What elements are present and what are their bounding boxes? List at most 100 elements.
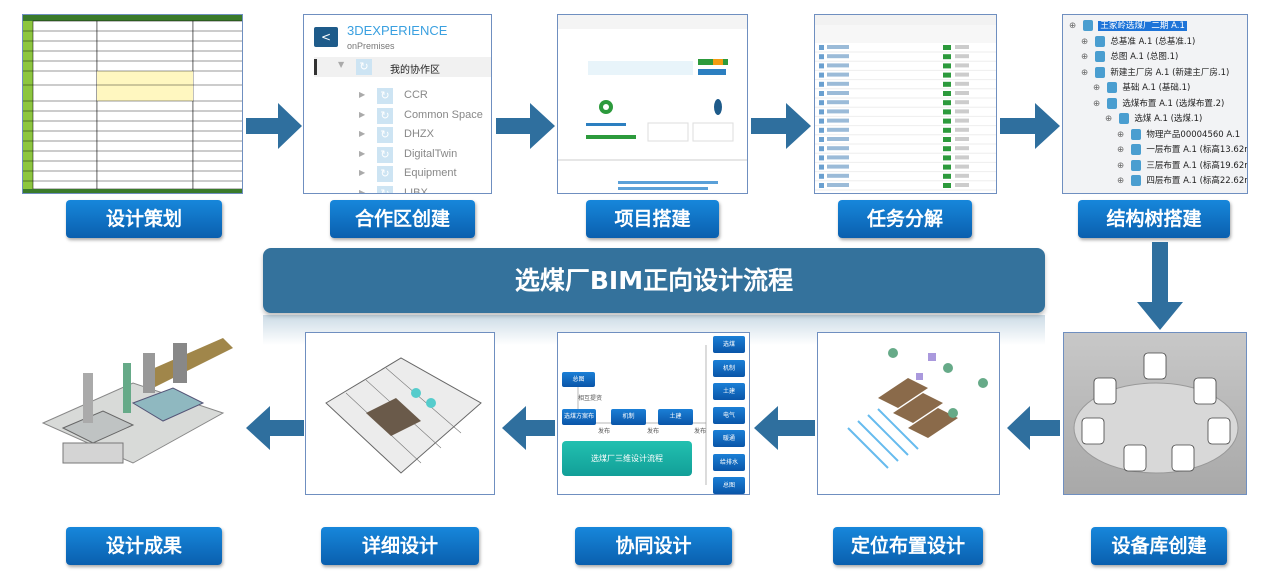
expand-toggle-icon[interactable]: ⊕: [1093, 83, 1101, 93]
task-row: [815, 173, 996, 182]
step-collaborative-design[interactable]: 协同设计: [575, 527, 732, 565]
workspace-item[interactable]: ▶ ↻ Common Space: [304, 107, 491, 125]
expand-toggle-icon[interactable]: ⊕: [1117, 176, 1125, 186]
expand-arrow-icon[interactable]: ▶: [359, 187, 366, 194]
refresh-icon: ↻: [377, 88, 393, 104]
expand-arrow-icon[interactable]: ▶: [359, 109, 366, 119]
collaborative-design-thumbnail: 总图 相互提资 选煤方案布置 机制 土建 发布 发布 发布 选煤厂三维设计流程 …: [557, 332, 750, 495]
expand-toggle-icon[interactable]: ⊕: [1081, 52, 1089, 62]
workspace-thumbnail: < 3DEXPERIENCE onPremises ▼ ↻ 我的协作区 ▶ ↻ …: [303, 14, 492, 194]
workspace-item[interactable]: ▶ ↻ LIBX: [304, 185, 491, 194]
discipline-node: 选煤: [713, 336, 745, 353]
spreadsheet-image: [23, 15, 242, 193]
workspace-item[interactable]: ▶ ↻ DHZX: [304, 126, 491, 144]
brand-name: 3DEXPERIENCE: [347, 23, 448, 38]
tree-node[interactable]: ⊕ 四层布置 A.1 (标高22.62m): [1117, 174, 1247, 186]
step-design-planning[interactable]: 设计策划: [66, 200, 222, 238]
expand-arrow-icon[interactable]: ▶: [359, 148, 366, 158]
refresh-icon: ↻: [377, 166, 393, 182]
expand-toggle-icon[interactable]: ⊕: [1105, 114, 1113, 124]
task-row: [815, 155, 996, 163]
discipline-node: 土建: [713, 383, 745, 400]
node-mechanical: 机制: [611, 409, 646, 425]
publish-label-1: 发布: [598, 428, 611, 435]
arrow-right-4: [1000, 103, 1060, 149]
layout-design-thumbnail: [817, 332, 1000, 495]
product-icon: [1130, 159, 1141, 171]
task-row: [815, 81, 996, 90]
tree-node-label: 王家岭选煤厂二期 A.1: [1098, 21, 1187, 31]
task-row: [815, 54, 996, 62]
discipline-node: 总图: [713, 477, 745, 494]
workspace-item[interactable]: ▶ ↻ CCR: [304, 87, 491, 105]
tree-node[interactable]: ⊕ 基础 A.1 (基础.1): [1093, 81, 1190, 93]
task-row: [815, 118, 996, 127]
tree-node[interactable]: ⊕ 三层布置 A.1 (标高19.62m): [1117, 159, 1247, 171]
tree-node-label: 物理产品00004560 A.1: [1146, 129, 1241, 140]
arrow-left-4: [246, 406, 304, 450]
tree-node[interactable]: ⊕ 选煤 A.1 (选煤.1): [1105, 112, 1202, 124]
tree-node[interactable]: ⊕ 王家岭选煤厂二期 A.1: [1069, 19, 1187, 31]
tree-node[interactable]: ⊕ 总基准 A.1 (总基准.1): [1081, 35, 1195, 47]
task-row: [815, 183, 996, 191]
tree-node-label: 基础 A.1 (基础.1): [1122, 83, 1191, 93]
step-equipment-library[interactable]: 设备库创建: [1091, 527, 1227, 565]
expand-toggle-icon[interactable]: ⊕: [1093, 98, 1101, 109]
tree-node[interactable]: ⊕ 新建主厂房 A.1 (新建主厂房.1): [1081, 66, 1229, 78]
task-row: [815, 100, 996, 108]
expand-toggle-icon[interactable]: ⊕: [1117, 129, 1125, 140]
step-task-breakdown[interactable]: 任务分解: [838, 200, 972, 238]
tree-node-label: 总图 A.1 (总图.1): [1110, 52, 1179, 62]
arrow-right-3: [751, 103, 811, 149]
workspace-item[interactable]: ▶ ↻ DigitalTwin: [304, 146, 491, 164]
tree-node[interactable]: ⊕ 一层布置 A.1 (标高13.62m): [1117, 143, 1247, 155]
design-result-thumbnail: [22, 332, 242, 495]
step-detailed-design[interactable]: 详细设计: [321, 527, 479, 565]
tree-node-label: 总基准 A.1 (总基准.1): [1110, 36, 1196, 47]
node-scheme-layout: 选煤方案布置: [562, 409, 596, 436]
tree-node[interactable]: ⊕ 总图 A.1 (总图.1): [1081, 50, 1178, 62]
expand-toggle-icon[interactable]: ⊕: [1069, 21, 1077, 31]
refresh-icon: ↻: [377, 146, 393, 163]
expand-arrow-icon[interactable]: ▶: [359, 129, 366, 138]
plant-3d-model-image: [41, 338, 233, 464]
step-design-result[interactable]: 设计成果: [66, 527, 222, 565]
dashboard-image: [558, 15, 747, 190]
tree-node-label: 选煤布置 A.1 (选煤布置.2): [1122, 98, 1225, 109]
task-row: [815, 91, 996, 99]
3dexperience-logo-icon: <: [314, 27, 338, 47]
workspace-item-label: LIBX: [404, 186, 428, 194]
expand-toggle-icon[interactable]: ⊕: [1117, 145, 1125, 155]
node-general-plan: 总图: [562, 372, 595, 387]
tree-node[interactable]: ⊕ 选煤布置 A.1 (选煤布置.2): [1093, 97, 1224, 109]
workspace-root[interactable]: ▼ ↻ 我的协作区: [314, 57, 491, 77]
workspace-root-label: 我的协作区: [390, 65, 440, 76]
arrow-left-2: [754, 406, 815, 450]
workspace-item[interactable]: ▶ ↻ Equipment: [304, 165, 491, 183]
flow-banner: 选煤厂三维设计流程: [562, 441, 692, 476]
tree-node[interactable]: ⊕ 物理产品00004560 A.1: [1117, 128, 1240, 140]
product-icon: [1082, 20, 1093, 31]
brand-subtitle: onPremises: [347, 41, 395, 51]
collapse-arrow-icon[interactable]: ▼: [338, 60, 345, 69]
product-icon: [1130, 175, 1141, 186]
project-setup-thumbnail: [557, 14, 748, 194]
discipline-node: 机制: [713, 359, 745, 377]
expand-toggle-icon[interactable]: ⊕: [1081, 67, 1089, 78]
equipment-library-image: [1073, 352, 1239, 474]
product-icon: [1118, 113, 1129, 124]
task-row: [815, 164, 996, 173]
expand-toggle-icon[interactable]: ⊕: [1117, 160, 1125, 171]
arrow-left-3: [502, 406, 555, 450]
expand-arrow-icon[interactable]: ▶: [359, 168, 366, 177]
expand-toggle-icon[interactable]: ⊕: [1081, 36, 1089, 47]
step-layout-design[interactable]: 定位布置设计: [833, 527, 983, 565]
expand-arrow-icon[interactable]: ▶: [359, 90, 366, 99]
step-project-setup[interactable]: 项目搭建: [586, 200, 719, 238]
workspace-item-label: Common Space: [404, 108, 483, 121]
step-structure-tree[interactable]: 结构树搭建: [1078, 200, 1230, 238]
arrow-left-1: [1007, 406, 1060, 450]
step-workspace-creation[interactable]: 合作区创建: [330, 200, 475, 238]
exchange-label: 相互提资: [578, 395, 603, 402]
